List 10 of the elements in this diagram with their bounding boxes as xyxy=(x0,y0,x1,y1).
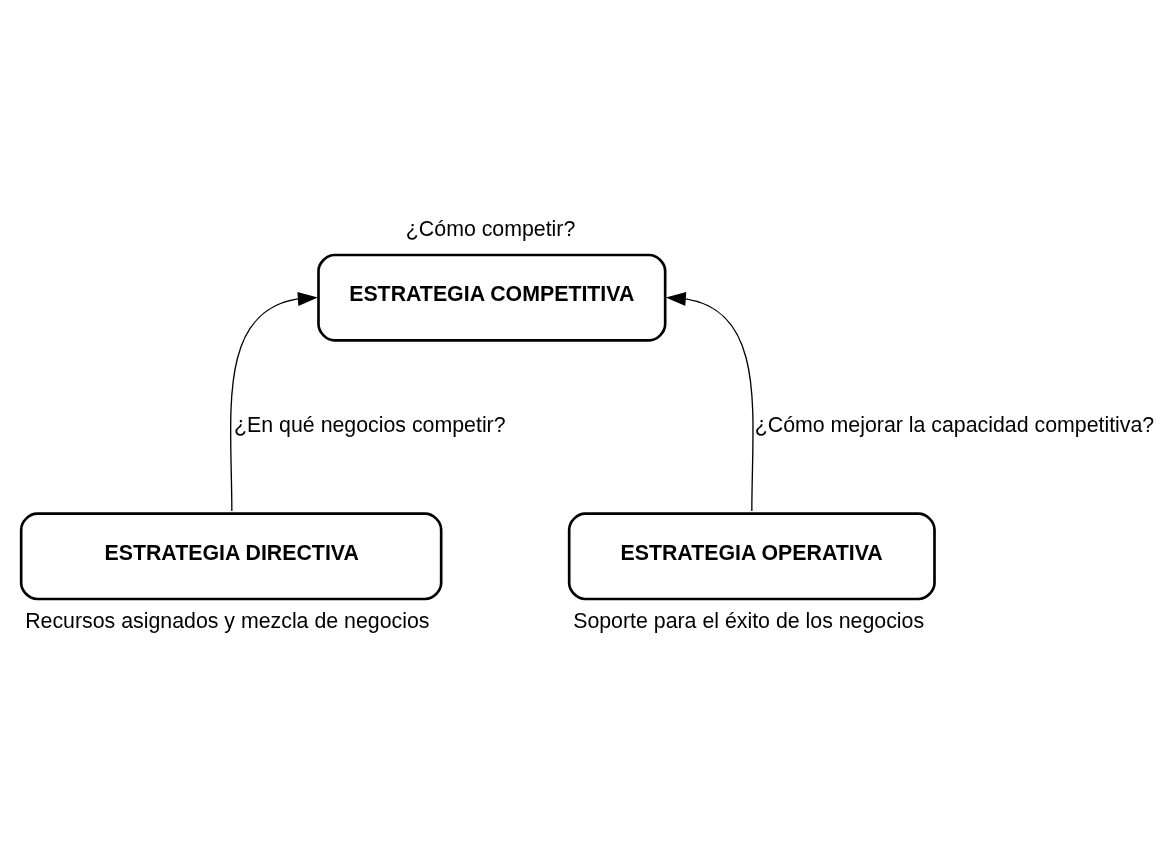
node-box: ESTRATEGIA COMPETITIVA xyxy=(317,253,667,342)
node-box: ESTRATEGIA OPERATIVA xyxy=(567,511,936,600)
edge-label: ¿En qué negocios competir? xyxy=(234,412,506,437)
arrow xyxy=(230,291,318,512)
node-label: ¿Cómo competir? xyxy=(405,216,576,241)
edge-label: ¿Cómo mejorar la capacidad competitiva? xyxy=(754,412,1155,437)
node-label: Soporte para el éxito de los negocios xyxy=(573,608,925,633)
arrow xyxy=(665,291,754,512)
node-box: ESTRATEGIA DIRECTIVA xyxy=(19,511,443,600)
node-label: Recursos asignados y mezcla de negocios xyxy=(25,608,430,633)
